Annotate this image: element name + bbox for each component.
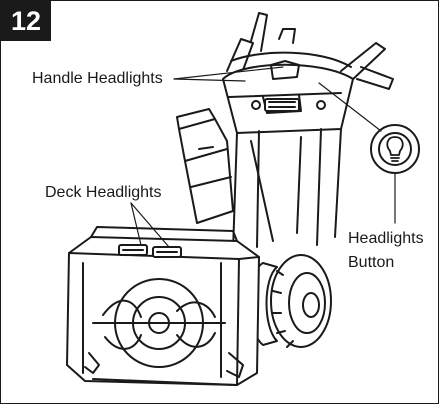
right-wheel [270,254,332,348]
figure-number-badge: 12 [1,1,51,41]
headlights-button-label-line2: Button [348,254,395,271]
handle-headlights-label: Handle Headlights [32,70,163,87]
deck-headlights-label: Deck Headlights [45,184,162,201]
deck-headlights [118,244,182,258]
headlights-button-callout [370,124,420,174]
handle-headlights [264,98,300,112]
skid-shoes [84,352,244,386]
auger-impeller [92,278,226,368]
auger-housing [66,226,260,386]
bulb-icon [386,136,404,162]
leader-lines [130,66,396,248]
discharge-chute [176,108,234,224]
frame-columns [232,128,342,252]
headlights-button-label-line1: Headlights [348,230,424,247]
handle-bars [226,12,394,90]
headlights-button-label: Headlights Button [348,227,424,275]
